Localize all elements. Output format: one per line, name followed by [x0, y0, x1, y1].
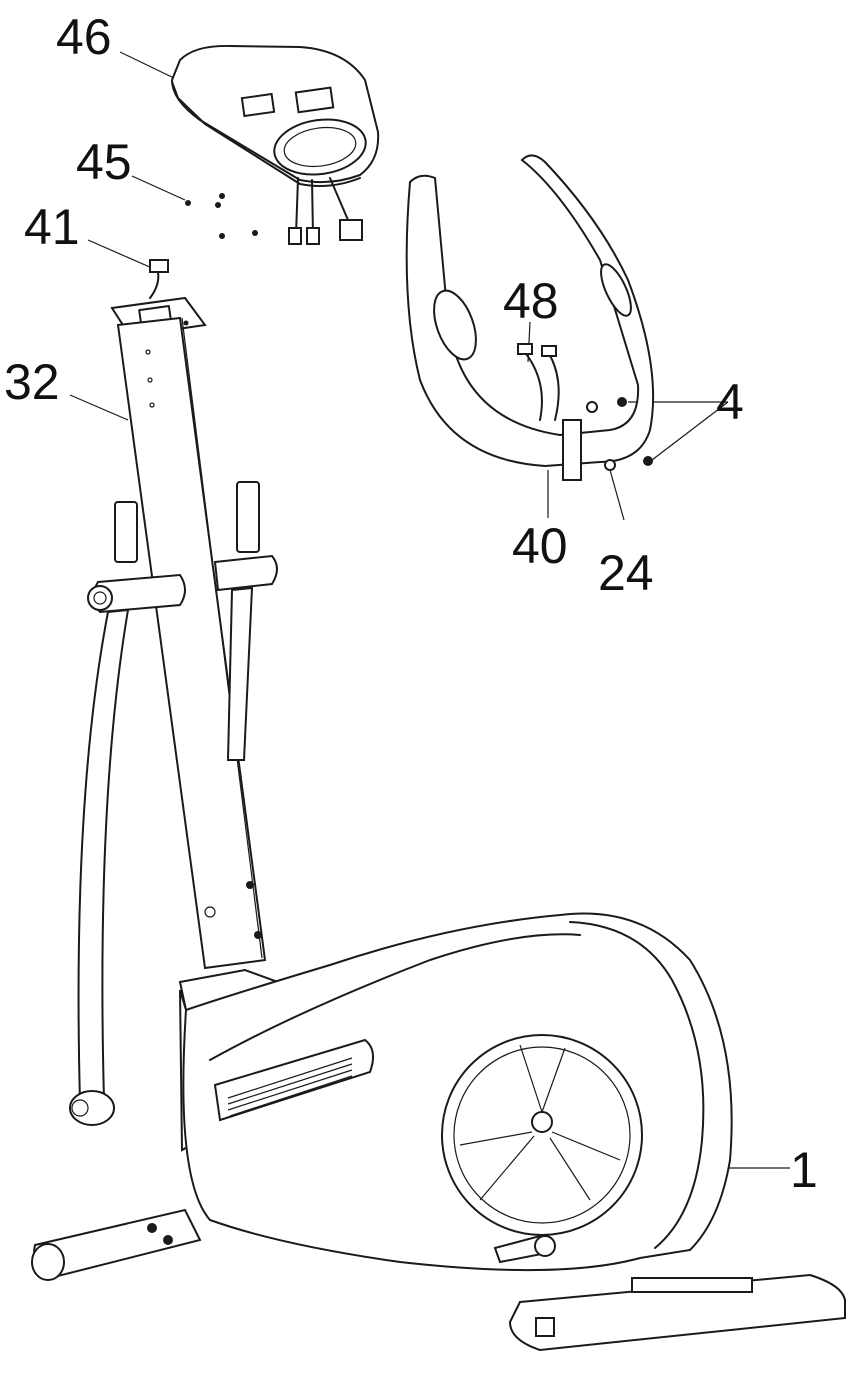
- callout-48: 48: [503, 273, 559, 329]
- connector-part-41: [149, 259, 169, 299]
- wheel-spokes: [459, 1044, 621, 1201]
- callout-32: 32: [4, 354, 60, 410]
- console-mast-part-32: [110, 296, 267, 970]
- callout-1: 1: [790, 1142, 818, 1198]
- callout-24: 24: [598, 545, 654, 601]
- callout-41: 41: [24, 199, 80, 255]
- screws-part-45: [185, 193, 258, 239]
- callout-45: 45: [76, 134, 132, 190]
- main-frame-part-1: [178, 912, 733, 1272]
- rear-stabilizer: [508, 1273, 846, 1352]
- console-part-46: [170, 44, 380, 245]
- callout-40: 40: [512, 518, 568, 574]
- leader-lines: [69, 51, 790, 1169]
- upper-handlebar-part-40: [405, 154, 655, 481]
- callout-4: 4: [716, 374, 744, 430]
- callout-46: 46: [56, 9, 112, 65]
- vent-grille: [227, 1057, 353, 1117]
- lower-arms-assembly: [69, 481, 278, 1126]
- front-stabilizer: [31, 1208, 202, 1281]
